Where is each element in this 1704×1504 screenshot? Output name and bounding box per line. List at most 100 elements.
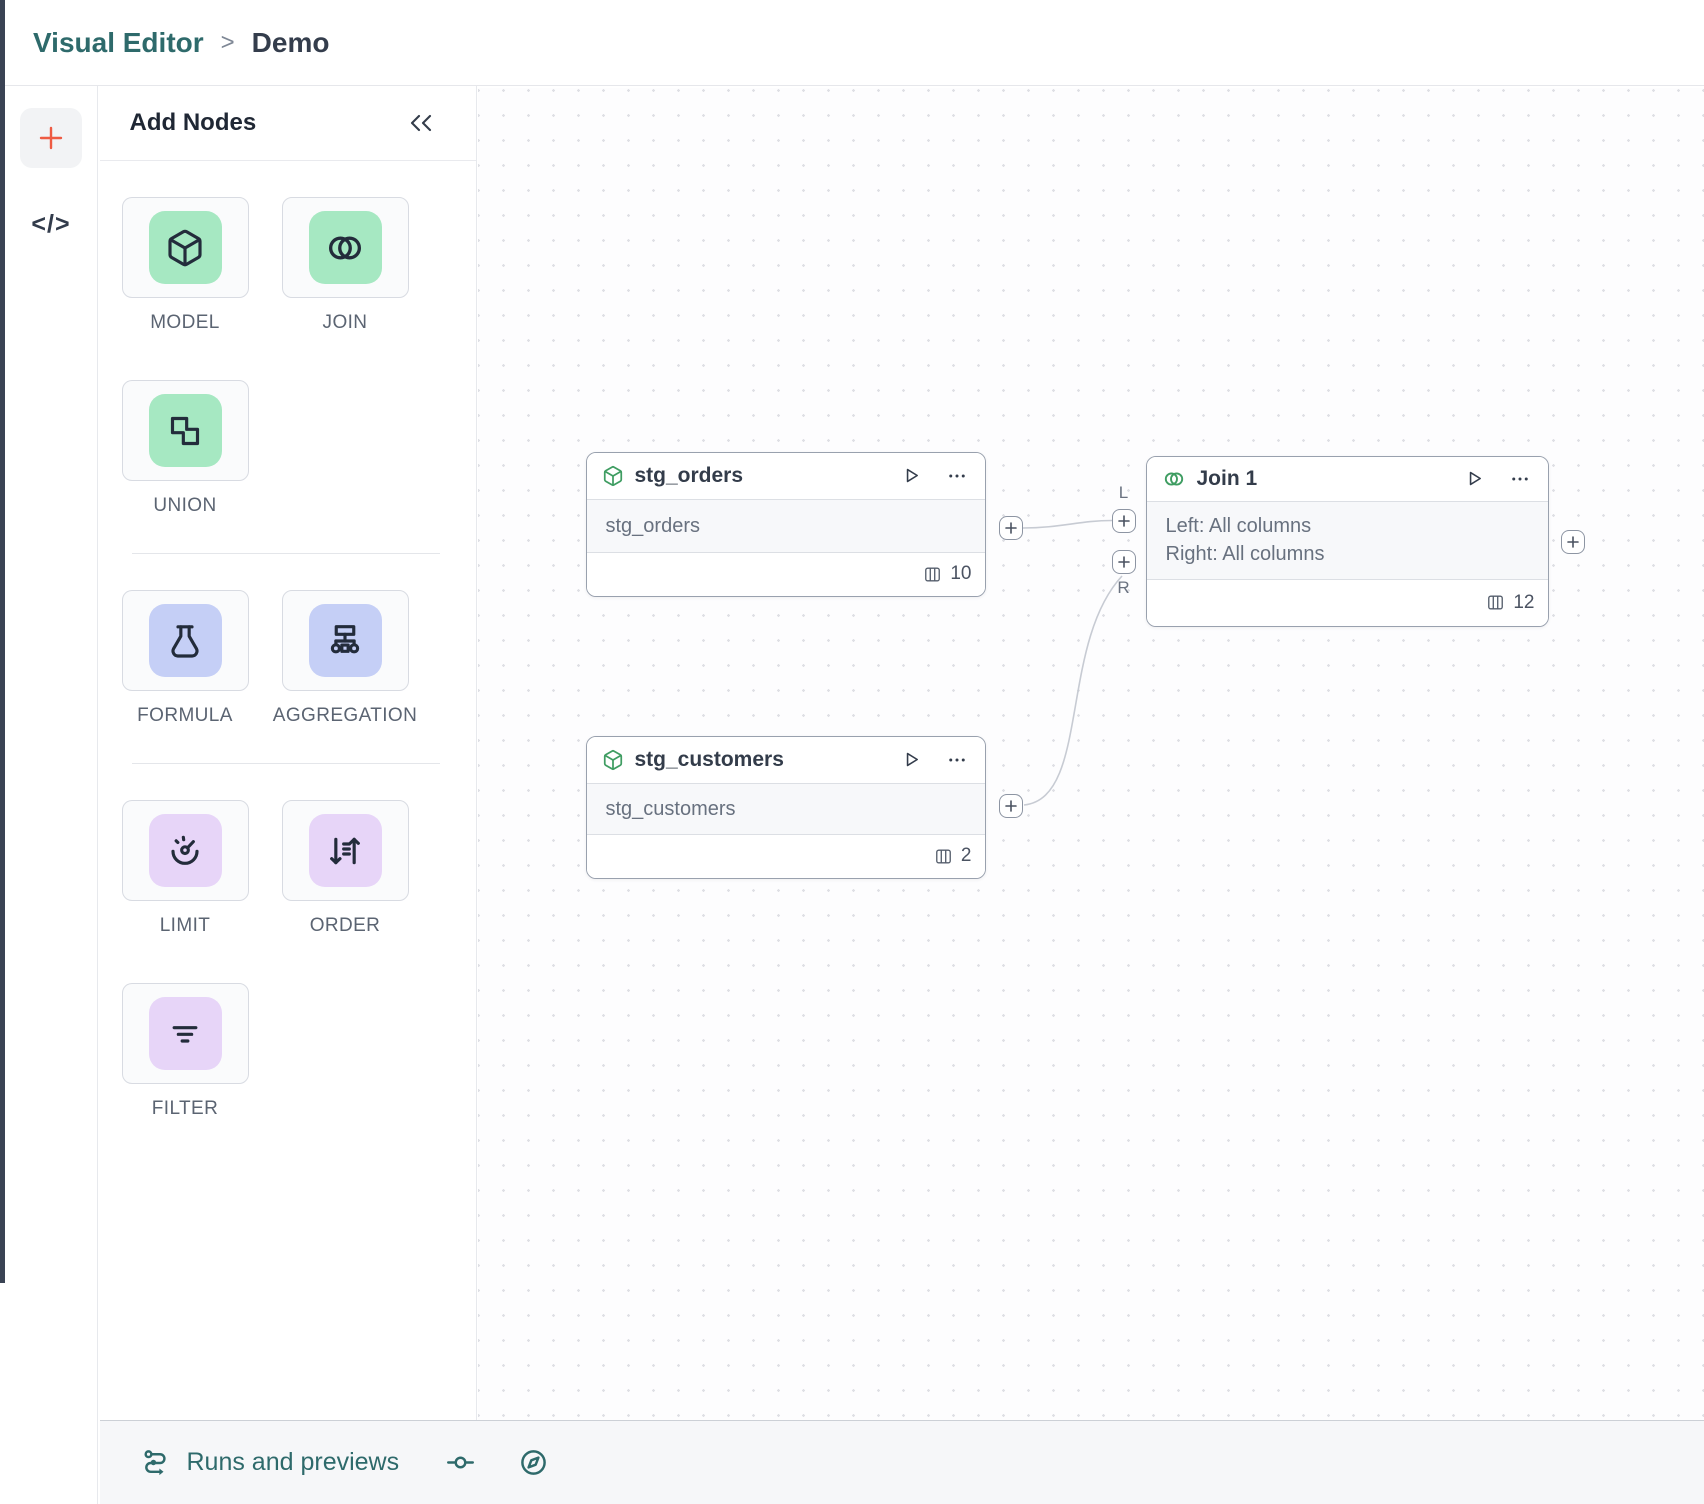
port-join-output[interactable] — [1561, 530, 1585, 554]
port-join-left-input[interactable] — [1112, 509, 1136, 533]
git-commit-icon — [445, 1447, 476, 1478]
port-stg-customers-output[interactable] — [999, 794, 1023, 818]
sort-arrows-icon — [309, 814, 382, 887]
panel-title: Add Nodes — [130, 109, 257, 137]
node-menu-button[interactable] — [1510, 469, 1530, 489]
node-menu-button[interactable] — [947, 466, 967, 486]
tile-limit[interactable]: LIMIT — [122, 800, 249, 937]
node-body: stg_orders — [587, 500, 985, 553]
join-circles-icon — [309, 211, 382, 284]
column-count: 12 — [1513, 592, 1534, 614]
node-footer: 12 — [1147, 580, 1548, 626]
add-node-button[interactable] — [20, 108, 82, 168]
tile-groups: MODEL JOIN UNION — [100, 161, 476, 1120]
run-node-button[interactable] — [901, 749, 922, 770]
top-header: Visual Editor > Demo — [5, 0, 1704, 86]
compass-button[interactable] — [518, 1447, 549, 1478]
tile-formula[interactable]: FORMULA — [122, 590, 249, 727]
model-cube-icon — [602, 749, 624, 771]
tile-label: UNION — [153, 495, 216, 517]
node-body: stg_customers — [587, 784, 985, 835]
join-circles-icon — [1162, 467, 1186, 491]
runs-and-previews-button[interactable]: Runs and previews — [140, 1447, 400, 1478]
route-runs-icon — [140, 1447, 171, 1478]
play-icon — [901, 465, 922, 486]
tile-filter[interactable]: FILTER — [122, 983, 249, 1120]
model-cube-icon — [602, 465, 624, 487]
tile-label: FILTER — [152, 1098, 218, 1120]
node-join-1[interactable]: Join 1 Left: All columns Right: All colu… — [1146, 456, 1549, 627]
group-divider — [132, 763, 440, 764]
node-title: stg_customers — [635, 748, 890, 772]
git-commit-button[interactable] — [445, 1447, 476, 1478]
port-join-right-input[interactable] — [1112, 550, 1136, 574]
port-label-right: R — [1112, 578, 1136, 598]
node-title: stg_orders — [635, 464, 890, 488]
ellipsis-icon — [947, 466, 967, 486]
column-count: 2 — [961, 845, 972, 867]
column-count: 10 — [950, 563, 971, 585]
left-scrollbar[interactable] — [0, 0, 5, 1283]
group-divider — [132, 553, 440, 554]
aggregation-tree-icon — [309, 604, 382, 677]
add-nodes-panel: Add Nodes MODEL JOIN — [100, 86, 477, 1420]
gauge-icon — [149, 814, 222, 887]
tile-label: JOIN — [323, 312, 368, 334]
port-label-left: L — [1112, 483, 1136, 503]
tile-label: LIMIT — [160, 915, 211, 937]
tile-label: FORMULA — [137, 705, 233, 727]
node-header: Join 1 — [1147, 457, 1548, 502]
node-header: stg_orders — [587, 453, 985, 500]
node-menu-button[interactable] — [947, 750, 967, 770]
collapse-panel-button[interactable] — [406, 110, 436, 136]
run-node-button[interactable] — [1464, 468, 1485, 489]
node-stg-customers[interactable]: stg_customers stg_customers 2 — [586, 736, 986, 879]
canvas[interactable]: stg_orders stg_orders 10 — [478, 88, 1704, 1420]
cube-icon — [149, 211, 222, 284]
port-stg-orders-output[interactable] — [999, 516, 1023, 540]
code-editor-icon[interactable]: </> — [31, 210, 70, 239]
breadcrumb-separator: > — [221, 29, 235, 57]
node-subtitle: stg_customers — [606, 795, 966, 823]
model-group: MODEL JOIN UNION — [122, 197, 448, 517]
node-body: Left: All columns Right: All columns — [1147, 502, 1548, 580]
tile-label: ORDER — [310, 915, 381, 937]
left-rail: </> — [5, 86, 98, 1504]
runs-label: Runs and previews — [187, 1448, 400, 1477]
tile-label: MODEL — [150, 312, 220, 334]
tile-order[interactable]: ORDER — [282, 800, 409, 937]
compute-group: FORMULA AGGREGATION — [122, 590, 448, 727]
plus-icon — [1118, 515, 1130, 527]
ellipsis-icon — [947, 750, 967, 770]
panel-header: Add Nodes — [100, 86, 476, 161]
breadcrumb-root-link[interactable]: Visual Editor — [33, 27, 204, 59]
compass-icon — [518, 1447, 549, 1478]
node-footer: 10 — [587, 553, 985, 596]
columns-icon — [923, 565, 942, 584]
run-node-button[interactable] — [901, 465, 922, 486]
union-shapes-icon — [149, 394, 222, 467]
columns-icon — [934, 847, 953, 866]
columns-icon — [1486, 593, 1505, 612]
breadcrumb-current: Demo — [252, 27, 330, 59]
plus-icon — [35, 122, 67, 154]
plus-icon — [1118, 556, 1130, 568]
plus-icon — [1005, 800, 1017, 812]
tile-model[interactable]: MODEL — [122, 197, 249, 334]
plus-icon — [1567, 536, 1579, 548]
tile-join[interactable]: JOIN — [282, 197, 409, 334]
node-header: stg_customers — [587, 737, 985, 784]
shape-group: LIMIT ORDER FILTER — [122, 800, 448, 1120]
tile-aggregation[interactable]: AGGREGATION — [282, 590, 409, 727]
node-title: Join 1 — [1197, 467, 1453, 491]
chevrons-left-icon — [406, 110, 436, 136]
node-subtitle: stg_orders — [606, 512, 966, 540]
play-icon — [901, 749, 922, 770]
status-bar: Runs and previews — [100, 1420, 1704, 1504]
flask-icon — [149, 604, 222, 677]
join-right-config: Right: All columns — [1166, 540, 1529, 568]
node-stg-orders[interactable]: stg_orders stg_orders 10 — [586, 452, 986, 597]
ellipsis-icon — [1510, 469, 1530, 489]
tile-union[interactable]: UNION — [122, 380, 249, 517]
